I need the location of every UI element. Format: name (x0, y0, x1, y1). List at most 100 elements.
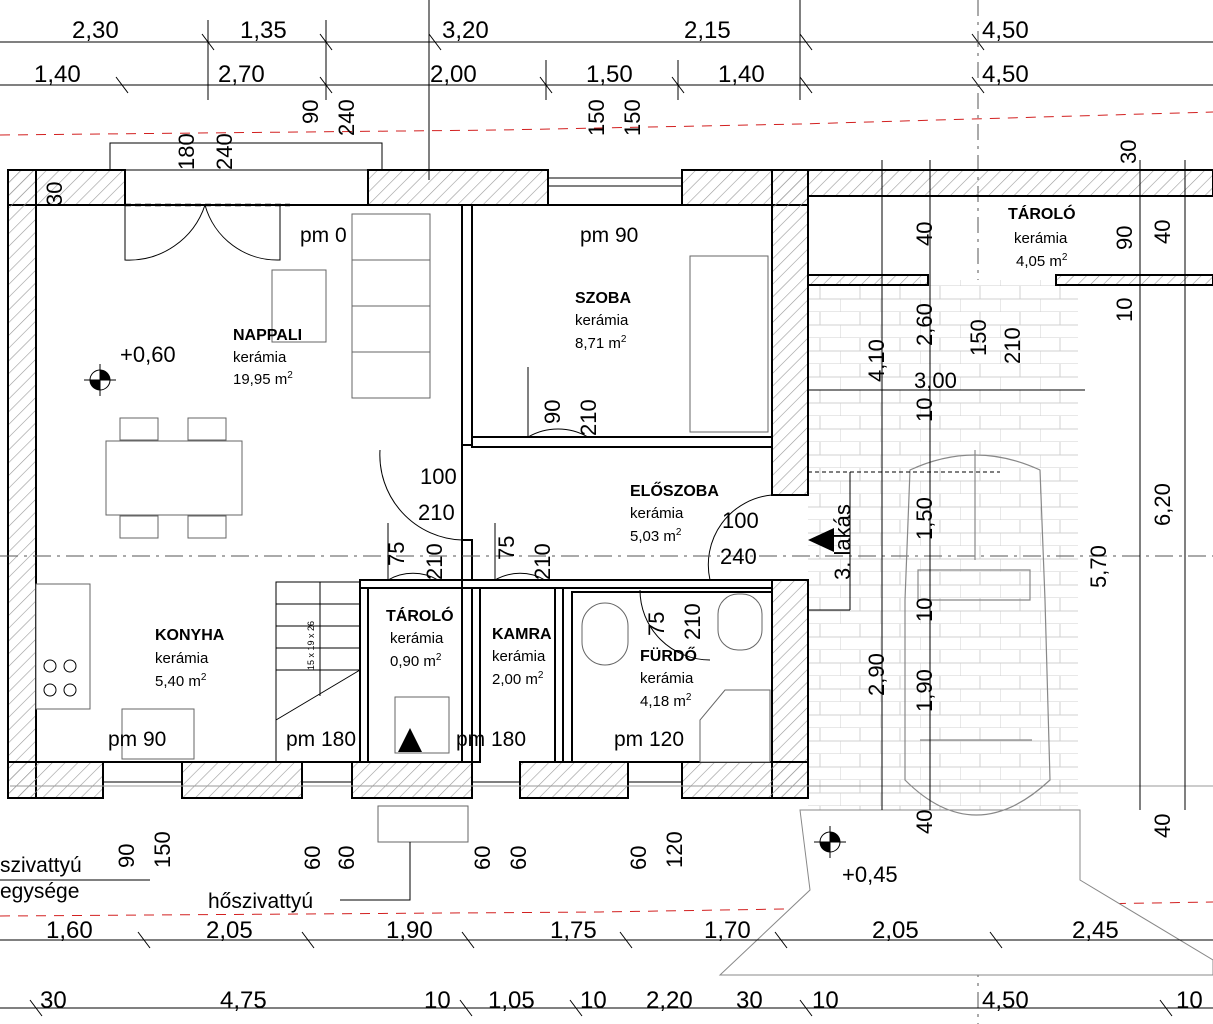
property-line-top (0, 111, 1213, 136)
stair (275, 581, 361, 763)
win-top-mid-1: 150 (584, 99, 609, 136)
win-bottom-3: 60 (300, 846, 325, 870)
right-dim-4: 40 (1150, 220, 1175, 244)
door-entry-2: 240 (720, 544, 757, 569)
win-bottom-6: 60 (506, 846, 531, 870)
right-dim-16: 10 (912, 598, 937, 622)
right-dimensions (808, 160, 1186, 810)
right-dim-9: 4,10 (864, 339, 889, 382)
dim-bottom-7: 2,45 (1072, 917, 1119, 944)
level-marker-main-icon (84, 364, 116, 396)
right-dim-8: 210 (1000, 327, 1025, 364)
room-kamra-area: 2,00 m2 (492, 670, 544, 688)
win-top-left-b-2: 240 (212, 133, 237, 170)
door-kamra-1: 75 (494, 536, 519, 560)
right-dim-13: 5,70 (1086, 545, 1111, 588)
door-swings (124, 204, 773, 661)
dim-bottom-2: 2,05 (206, 917, 253, 944)
room-konyha-name: KONYHA (155, 627, 225, 644)
dim-top2-1: 1,40 (34, 61, 81, 88)
right-dim-5: 10 (1112, 298, 1137, 322)
label-lakas: 3. lakás (830, 504, 855, 580)
room-furdo-area: 4,18 m2 (640, 692, 692, 710)
room-konyha-pm: pm 90 (108, 728, 166, 751)
room-tarolo-small-area: 0,90 m2 (390, 652, 442, 670)
win-bottom-4: 60 (334, 846, 359, 870)
dim-bottom2-8: 10 (812, 987, 839, 1014)
dim-top2-5: 1,40 (718, 61, 765, 88)
right-dim-10: 3,00 (914, 368, 957, 393)
door-tarolo-1: 75 (384, 542, 409, 566)
dim-bottom-3: 1,90 (386, 917, 433, 944)
room-tarolo-small-name: TÁROLÓ (386, 606, 454, 625)
door-furdo-1: 75 (644, 612, 669, 636)
room-furdo-pm: pm 120 (614, 728, 684, 751)
win-bottom-8: 120 (662, 831, 687, 868)
door-living-1: 100 (420, 464, 457, 489)
room-furdo-name: FÜRDŐ (640, 646, 697, 665)
door-szoba-1: 90 (540, 400, 565, 424)
room-nappali-material: kerámia (233, 349, 287, 366)
right-dim-15: 2,90 (864, 653, 889, 696)
dim-bottom2-10: 10 (1176, 987, 1203, 1014)
room-tarolo-small-material: kerámia (390, 630, 444, 647)
dim-bottom-5: 1,70 (704, 917, 751, 944)
door-kamra-2: 210 (530, 543, 555, 580)
dim-top-5: 4,50 (982, 17, 1029, 44)
right-dim-14: 6,20 (1150, 483, 1175, 526)
right-dim-11: 10 (912, 398, 937, 422)
room-eloszoba-area: 5,03 m2 (630, 527, 682, 545)
right-dim-6: 2,60 (912, 303, 937, 346)
dim-top2-3: 2,00 (430, 61, 477, 88)
room-nappali-pm: pm 0 (300, 224, 347, 247)
room-tarolo-right-material: kerámia (1014, 230, 1068, 247)
right-dim-12: 1,50 (912, 497, 937, 540)
dim-bottom2-6: 2,20 (646, 987, 693, 1014)
walls (7, 169, 1213, 799)
door-furdo-2: 210 (680, 603, 705, 640)
stair-pm: pm 180 (286, 728, 356, 751)
right-dim-17: 1,90 (912, 669, 937, 712)
bottom-dimensions (0, 931, 1213, 1017)
win-bottom-7: 60 (626, 846, 651, 870)
room-kamra-pm: pm 180 (456, 728, 526, 751)
dim-bottom-6: 2,05 (872, 917, 919, 944)
dim-bottom2-7: 30 (736, 987, 763, 1014)
label-left-partial-2: egysége (0, 880, 79, 903)
car-outline (904, 450, 1051, 816)
entry-arrow-icon (808, 528, 834, 552)
right-dim-2: 30 (1116, 140, 1141, 164)
dim-bottom2-2: 4,75 (220, 987, 267, 1014)
room-szoba-pm: pm 90 (580, 224, 638, 247)
right-dim-19: 40 (1150, 814, 1175, 838)
up-arrow-icon (398, 728, 422, 752)
dim-top2-4: 1,50 (586, 61, 633, 88)
stove-icon (43, 659, 77, 697)
room-szoba-material: kerámia (575, 312, 629, 329)
room-furdo-material: kerámia (640, 670, 694, 687)
door-entry-1: 100 (722, 508, 759, 533)
dim-top-4: 2,15 (684, 17, 731, 44)
win-top-mid-2: 150 (620, 99, 645, 136)
level-marker-outside-icon (814, 826, 846, 858)
dim-bottom2-1: 30 (40, 987, 67, 1014)
stair-label: 15 x 19 x 26 (306, 621, 316, 670)
dim-top2-2: 2,70 (218, 61, 265, 88)
door-szoba-2: 210 (576, 399, 601, 436)
dim-bottom-4: 1,75 (550, 917, 597, 944)
label-hoszivattyu: hőszivattyú (208, 890, 313, 913)
win-bottom-2: 150 (150, 831, 175, 868)
right-dim-1: 40 (912, 222, 937, 246)
win-top-left-b-1: 180 (174, 133, 199, 170)
label-left-partial-1: szivattyú (0, 854, 82, 877)
dim-bottom-1: 1,60 (46, 917, 93, 944)
win-bottom-5: 60 (470, 846, 495, 870)
level-outside: +0,45 (842, 862, 898, 887)
win-top-left-1: 90 (298, 100, 323, 124)
door-tarolo-2: 210 (422, 543, 447, 580)
room-tarolo-right-area: 4,05 m2 (1016, 252, 1068, 270)
right-dim-7: 150 (966, 319, 991, 356)
win-top-left-2: 240 (334, 99, 359, 136)
room-kamra-name: KAMRA (492, 626, 552, 643)
